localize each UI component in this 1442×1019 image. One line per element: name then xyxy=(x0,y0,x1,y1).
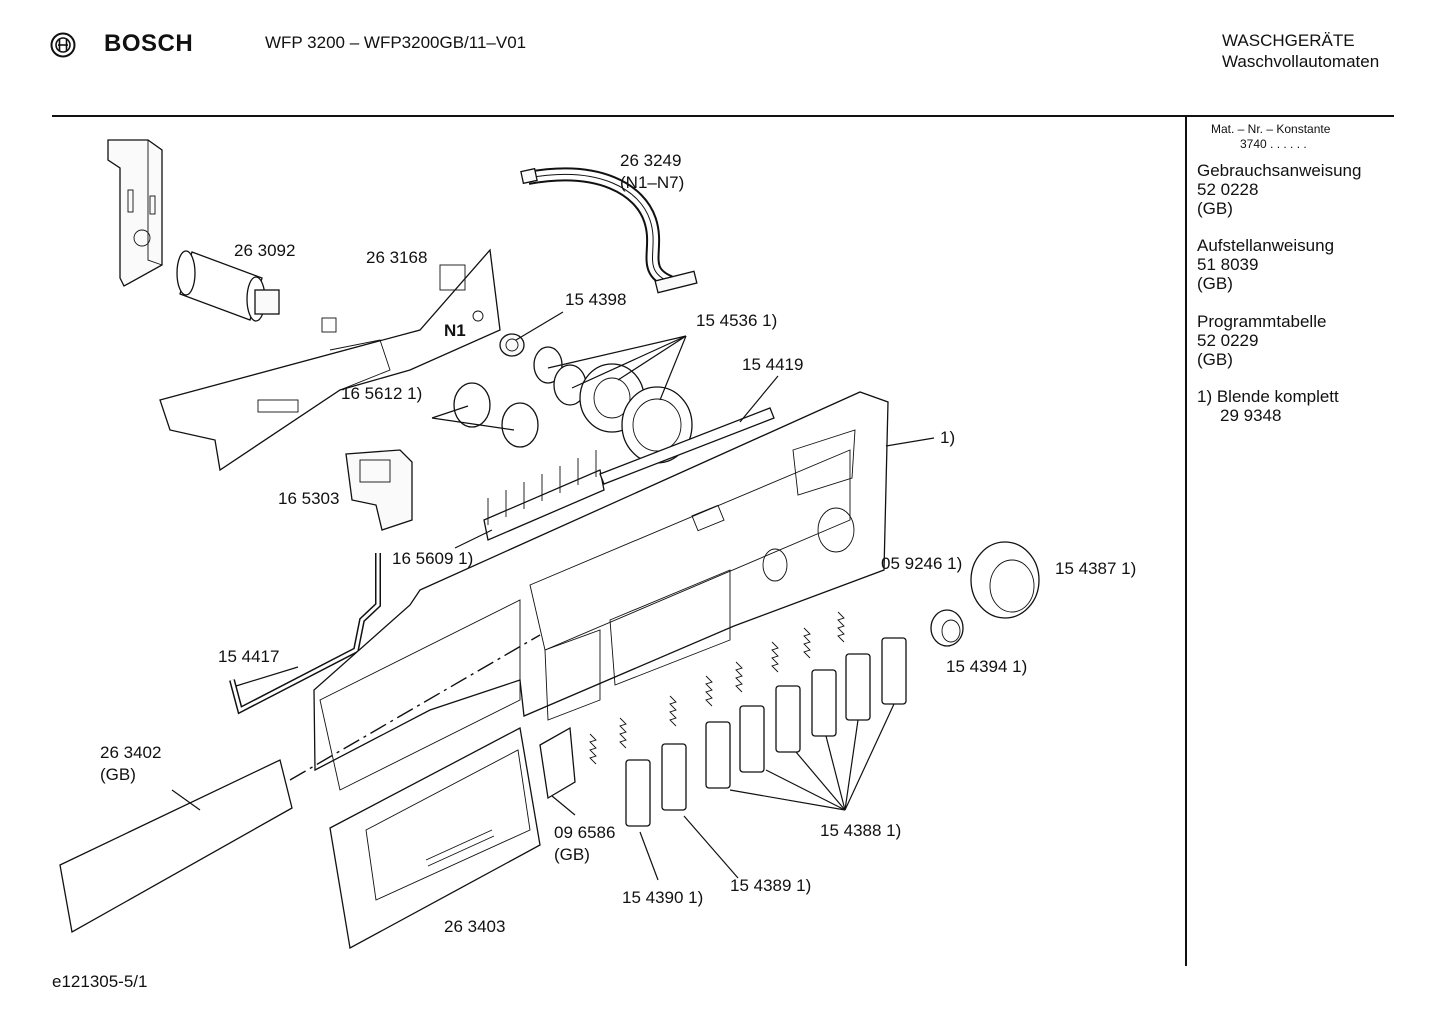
label-154536: 15 4536 1) xyxy=(696,311,777,330)
program-number: 52 0229 xyxy=(1197,331,1259,350)
label-263249-sub: (N1–N7) xyxy=(620,173,684,192)
model-title: WFP 3200 – WFP3200GB/11–V01 xyxy=(265,33,527,52)
label-154389: 15 4389 1) xyxy=(730,876,811,895)
manual-note: (GB) xyxy=(1197,199,1233,218)
label-n1: N1 xyxy=(444,321,466,340)
ribbon-cable xyxy=(520,167,698,294)
label-165612: 16 5612 1) xyxy=(341,384,422,403)
label-154390: 15 4390 1) xyxy=(622,888,703,907)
capacitor xyxy=(176,250,280,322)
install-number: 51 8039 xyxy=(1197,255,1259,274)
label-154388: 15 4388 1) xyxy=(820,821,901,840)
alignment-line xyxy=(289,634,541,781)
control-panel xyxy=(313,391,889,791)
program-knob xyxy=(970,541,1040,619)
bezel-rings xyxy=(579,363,693,464)
springs xyxy=(589,611,845,765)
front-label-gb xyxy=(59,759,293,934)
category-subtitle: Waschvollautomaten xyxy=(1222,52,1380,71)
manual-title: Gebrauchsanweisung xyxy=(1197,161,1362,180)
label-154398: 15 4398 xyxy=(565,290,626,309)
label-263402-sub: (GB) xyxy=(100,765,136,784)
label-165303: 16 5303 xyxy=(278,489,339,508)
label-panel: 1) xyxy=(940,428,955,447)
light-guides xyxy=(483,450,605,541)
label-263249: 26 3249 xyxy=(620,151,681,170)
install-note: (GB) xyxy=(1197,274,1233,293)
wire-rod xyxy=(229,553,381,715)
knob-holders xyxy=(453,346,587,448)
switch-unit xyxy=(345,449,413,531)
label-059246: 05 9246 1) xyxy=(881,554,962,573)
label-263402: 26 3402 xyxy=(100,743,161,762)
label-165609: 16 5609 1) xyxy=(392,549,473,568)
footnote-title: 1) Blende komplett xyxy=(1197,387,1339,406)
light-rod xyxy=(599,407,775,485)
mat-nr-value: 3740 . . . . . . xyxy=(1240,137,1307,151)
trim-strip xyxy=(539,726,576,800)
electronic-board xyxy=(159,248,501,472)
category-title: WASCHGERÄTE xyxy=(1222,31,1355,50)
label-154419: 15 4419 xyxy=(742,355,803,374)
label-263092: 26 3092 xyxy=(234,241,295,260)
brand-name: BOSCH xyxy=(104,30,194,57)
program-note: (GB) xyxy=(1197,350,1233,369)
detergent-drawer-front xyxy=(329,727,541,950)
label-154417: 15 4417 xyxy=(218,647,279,666)
temperature-knob xyxy=(930,609,964,647)
label-154394: 15 4394 1) xyxy=(946,657,1027,676)
label-263168: 26 3168 xyxy=(366,248,427,267)
label-096586-sub: (GB) xyxy=(554,845,590,864)
program-title: Programmtabelle xyxy=(1197,312,1327,331)
label-154387: 15 4387 1) xyxy=(1055,559,1136,578)
install-title: Aufstellanweisung xyxy=(1197,236,1335,255)
mat-nr-label: Mat. – Nr. – Konstante xyxy=(1211,122,1331,136)
label-263403: 26 3403 xyxy=(444,917,505,936)
push-buttons xyxy=(625,637,907,827)
label-096586: 09 6586 xyxy=(554,823,615,842)
diagram-code: e121305-5/1 xyxy=(52,972,148,991)
mounting-bracket xyxy=(107,139,163,287)
bosch-logo-icon xyxy=(50,32,76,58)
manual-number: 52 0228 xyxy=(1197,180,1259,199)
footnote-number: 29 9348 xyxy=(1220,406,1282,425)
leader-lines xyxy=(171,311,935,881)
